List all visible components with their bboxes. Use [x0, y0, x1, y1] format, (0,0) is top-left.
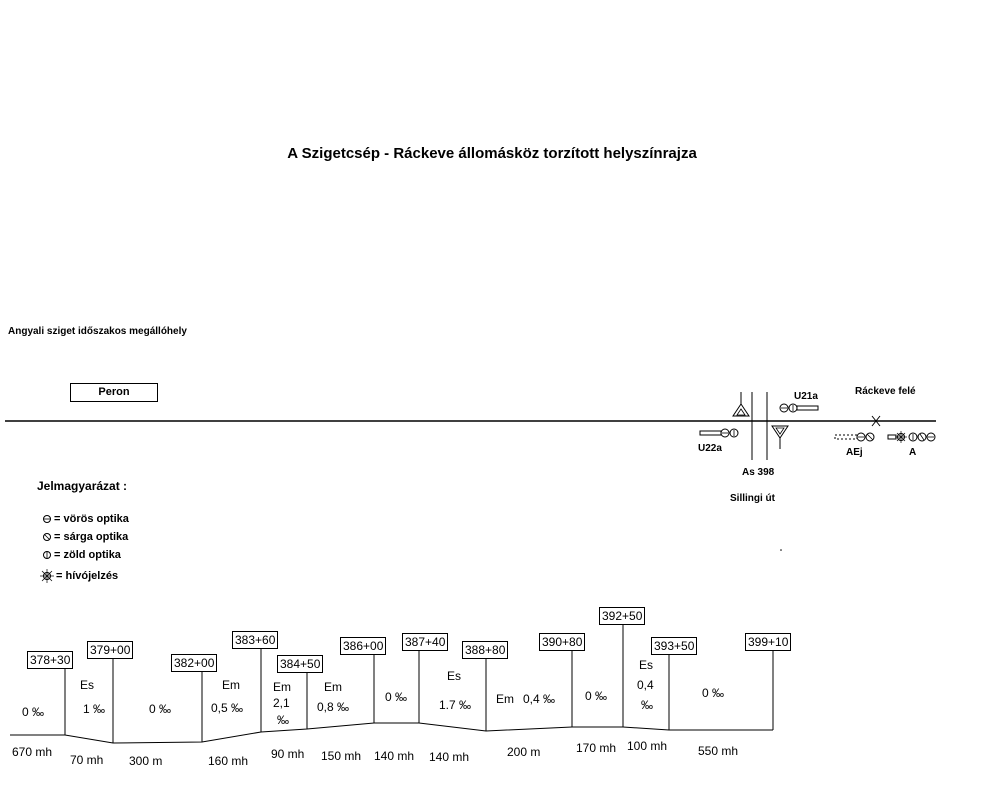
track-end-marker-icon: [871, 415, 881, 427]
gradient-direction: Es: [80, 678, 95, 692]
gradient-value: 0,4 ‰: [523, 692, 556, 706]
gradient-value: 0,5 ‰: [211, 701, 244, 715]
km-post: 399+10: [745, 633, 792, 651]
segment-length: 670 mh: [12, 745, 53, 759]
yellow-optic-icon: [43, 533, 51, 541]
segment-length: 200 m: [507, 745, 541, 759]
gradient-direction: Em: [324, 680, 342, 694]
km-post: 386+00: [340, 637, 387, 655]
gradient-value: 0 ‰: [22, 705, 45, 719]
legend-label: = zöld optika: [54, 549, 121, 561]
km-post: 393+50: [651, 637, 698, 655]
page-title: A Szigetcsép - Ráckeve állomásköz torzít…: [287, 145, 697, 162]
segment-length: 140 mh: [429, 750, 470, 764]
gradient-value: 0,8 ‰: [317, 700, 350, 714]
dot-mark: [780, 549, 782, 551]
segment-length: 100 mh: [627, 739, 668, 753]
km-post: 390+80: [539, 633, 586, 651]
gradient-profile-line: [10, 722, 773, 744]
gradient-value: 0 ‰: [149, 702, 172, 716]
segment-length: 140 mh: [374, 749, 415, 763]
call-signal-icon: [40, 569, 54, 583]
signal-u22a-icon: [699, 428, 739, 438]
gradient-value: 1 ‰: [83, 702, 106, 716]
segment-length: 90 mh: [271, 747, 305, 761]
gradient-direction: Es: [639, 658, 654, 672]
gradient-value: 0,4: [637, 678, 654, 692]
gradient-direction: Es: [447, 669, 462, 683]
legend-label: = hívójelzés: [56, 570, 119, 582]
km-post: 392+50: [599, 607, 646, 625]
signal-u21a-icon: [779, 403, 819, 413]
km-post: 379+00: [87, 641, 134, 659]
km-post: 387+40: [402, 633, 449, 651]
km-post: 383+60: [232, 631, 279, 649]
signal-label-a: A: [909, 447, 917, 458]
signal-aej-icon: [834, 432, 875, 442]
gradient-unit: ‰: [277, 713, 289, 727]
segment-length: 300 m: [129, 754, 163, 768]
signal-a-icon: [887, 431, 936, 443]
km-post: 378+30: [27, 651, 74, 669]
gradient-direction: Em: [222, 678, 240, 692]
segment-length: 70 mh: [70, 753, 104, 767]
km-post: 388+80: [462, 641, 509, 659]
green-optic-icon: [43, 551, 51, 559]
crossing-sign-upper-icon: [732, 392, 750, 417]
gradient-value: 0 ‰: [385, 690, 408, 704]
gradient-direction: Em: [273, 680, 291, 694]
km-post: 382+00: [171, 654, 218, 672]
crossing-sign-lower-icon: [771, 425, 789, 449]
legend-item-green: = zöld optika: [42, 549, 121, 561]
direction-label: Ráckeve felé: [855, 386, 916, 397]
legend-title: Jelmagyarázat :: [37, 479, 128, 493]
legend-label: = vörös optika: [54, 513, 129, 525]
red-optic-icon: [43, 515, 51, 523]
signal-label-aej: AEj: [846, 447, 863, 458]
segment-length: 150 mh: [321, 749, 362, 763]
legend-item-call: = hívójelzés: [40, 569, 118, 583]
gradient-value: 0 ‰: [585, 689, 608, 703]
gradient-direction: Em: [496, 692, 514, 706]
legend-item-yellow: = sárga optika: [42, 531, 128, 543]
stop-name: Angyali sziget időszakos megállóhely: [8, 326, 187, 337]
segment-length: 160 mh: [208, 754, 249, 768]
segment-length: 550 mh: [698, 744, 739, 758]
legend-label: = sárga optika: [54, 531, 129, 543]
legend-item-red: = vörös optika: [42, 513, 129, 525]
km-post: 384+50: [277, 655, 324, 673]
segment-length: 170 mh: [576, 741, 617, 755]
gradient-value: 2,1: [273, 696, 290, 710]
crossing-road: Sillingi út: [730, 493, 775, 504]
gradient-unit: ‰: [641, 698, 653, 712]
crossing-id: As 398: [742, 467, 775, 478]
gradient-value: 0 ‰: [702, 686, 725, 700]
platform-label: Peron: [70, 383, 158, 402]
signal-label-u22a: U22a: [698, 443, 722, 454]
gradient-value: 1.7 ‰: [439, 698, 472, 712]
signal-label-u21a: U21a: [794, 391, 818, 402]
